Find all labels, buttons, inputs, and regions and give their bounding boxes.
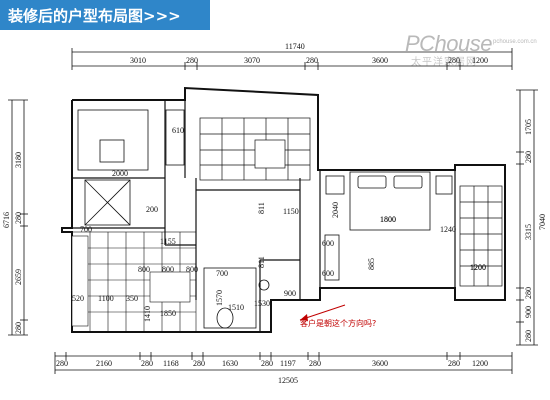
dim-top-total: 11740 [285,42,305,51]
dim-left-seg: 2659 [14,269,23,285]
dim-interior: 1570 [215,290,224,306]
dim-bottom-seg: 280 [141,359,153,368]
dim-interior: 200 [146,205,158,214]
toilet [216,307,234,329]
pillow [357,175,387,189]
dim-right-seg: 900 [524,306,533,318]
dim-interior: 610 [172,126,184,135]
dim-interior: 900 [284,289,296,298]
dim-top-seg: 1200 [472,56,488,65]
dim-top-seg: 280 [306,56,318,65]
banner-title: 装修后的户型布局图>>> [8,7,181,25]
dim-interior: 2040 [331,202,340,218]
dim-left-seg: 3180 [14,152,23,168]
wardrobe [324,234,340,281]
dim-interior: 1510 [228,303,244,312]
pillow [393,175,423,189]
interior-walls [72,100,456,332]
dim-interior: 520 [72,294,84,303]
wardrobe-2 [84,179,131,226]
kitchen-tiles [71,231,197,333]
dim-bottom-seg: 1168 [163,359,179,368]
shelving-grid [199,117,311,181]
dim-bottom-seg: 1197 [280,359,296,368]
dim-interior: 2000 [112,169,128,178]
dim-interior: 1850 [160,309,176,318]
dimension-ticks [516,89,538,346]
balcony [459,185,503,287]
dim-bottom-seg: 2160 [96,359,112,368]
dim-interior: 800 [162,265,174,274]
bedroom-left [77,109,185,226]
dim-bottom-seg: 3600 [372,359,388,368]
nightstand [435,175,453,195]
dim-interior: 811 [257,256,266,268]
dim-interior: 1155 [160,237,176,246]
dim-bottom-total: 12505 [278,376,298,385]
dim-bottom-seg: 280 [193,359,205,368]
dim-bottom-seg: 280 [309,359,321,368]
dim-interior: 350 [126,294,138,303]
dim-interior: 1800 [380,215,396,224]
dim-right-seg: 3315 [524,224,533,240]
dim-right-seg: 280 [524,151,533,163]
dim-top-seg: 280 [448,56,460,65]
wardrobe [165,109,185,166]
dim-interior: 1530 [254,299,270,308]
dining-table [254,139,286,169]
dim-left-seg: 280 [14,322,23,334]
dim-interior: 600 [322,269,334,278]
watermark-subtitle: 太平洋家居网 [411,57,477,68]
dim-interior: 800 [138,265,150,274]
dining-area [199,117,311,181]
dim-top-seg: 3010 [130,56,146,65]
direction-note: 客户是朝这个方向吗? [300,318,376,328]
kitchen-island [149,271,191,303]
title-banner: 装修后的户型布局图>>> [0,0,210,30]
dim-bottom-seg: 280 [56,359,68,368]
dim-bottom-seg: 280 [261,359,273,368]
watermark-domain: pchouse.com.cn [493,39,537,45]
dim-interior: 1200 [470,263,486,272]
sink [258,279,270,291]
dim-interior: 811 [257,202,266,214]
dim-bottom-seg: 1200 [472,359,488,368]
bed [77,109,149,171]
dim-interior: 1800 [380,215,396,224]
dim-interior: 800 [186,265,198,274]
dim-interior: 1200 [470,263,486,272]
dim-left-total: 6716 [2,212,11,228]
dim-interior: 600 [322,239,334,248]
bathroom [203,267,270,329]
kitchen-counter [71,235,89,327]
dim-interior: 700 [80,225,92,234]
dim-top-seg: 3600 [372,56,388,65]
dim-bottom-seg: 280 [448,359,460,368]
dim-top-seg: 3070 [244,56,260,65]
dim-interior: 885 [367,258,376,270]
dimension-ticks [8,99,28,336]
desk-chair [99,139,125,163]
dim-bottom-seg: 1630 [222,359,238,368]
dim-right-seg: 280 [524,330,533,342]
master-bedroom [324,171,453,281]
dim-interior: 700 [216,269,228,278]
dim-interior: 1240 [440,225,456,234]
dimension-ticks [71,48,513,70]
direction-arrow [299,304,346,321]
dim-right-total: 7040 [538,214,547,230]
dimension-ticks [54,352,513,374]
dim-left-seg: 280 [14,212,23,224]
double-bed [349,171,431,231]
dim-interior: 1100 [98,294,114,303]
dim-right-seg: 1705 [524,119,533,135]
cross-hatch [84,179,131,226]
dim-right-seg: 280 [524,287,533,299]
dim-top-seg: 280 [186,56,198,65]
nightstand [325,175,345,195]
dim-interior: 1150 [283,207,299,216]
dim-interior: 1410 [143,306,152,322]
